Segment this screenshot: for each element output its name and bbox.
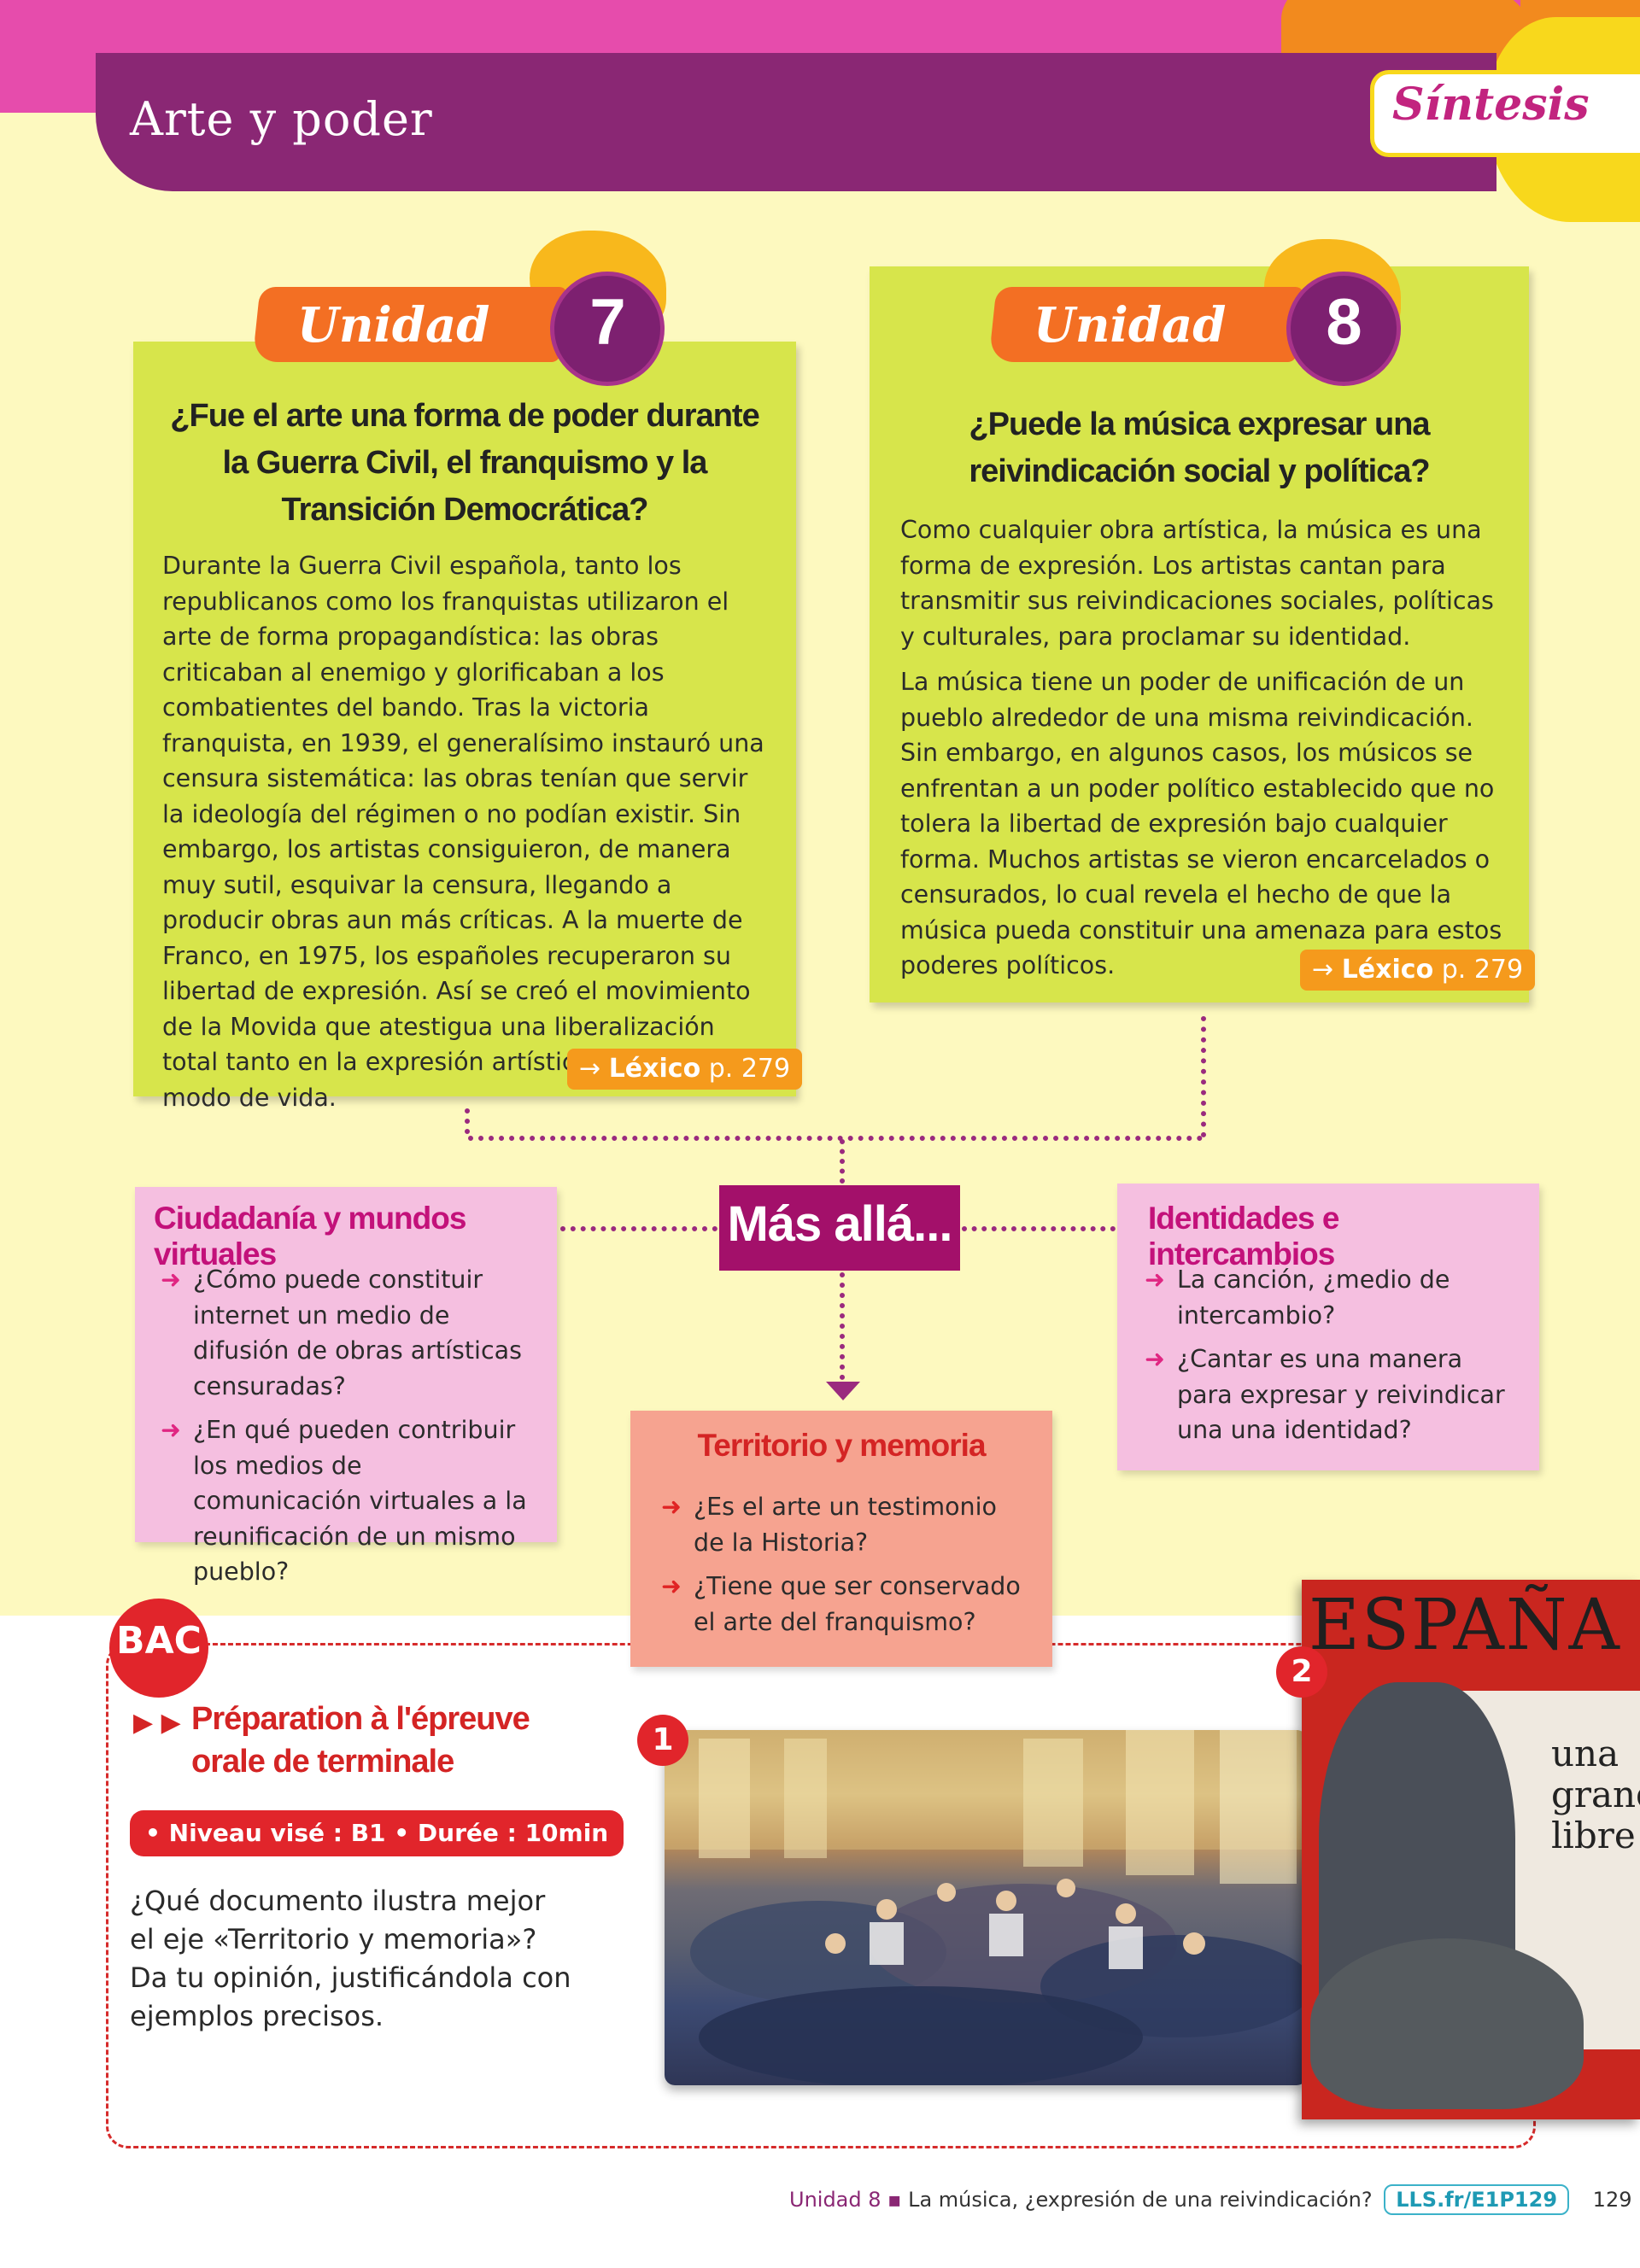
- poster-subtitle-line: libre: [1551, 1815, 1636, 1856]
- arrow-right-icon: ➜: [661, 1572, 682, 1600]
- list-item-text: ¿Es el arte un testimonio de la Historia…: [694, 1493, 997, 1557]
- connector-left: [560, 1226, 718, 1231]
- bac-title-line2: orale de terminale: [191, 1744, 454, 1780]
- connector-unit8: [1201, 1016, 1206, 1137]
- header-band-purple: [96, 53, 1496, 191]
- footer-link[interactable]: LLS.fr/E1P129: [1384, 2184, 1570, 2215]
- bac-question: ¿Qué documento ilustra mejor el eje «Ter…: [130, 1885, 571, 2032]
- document-2-poster: ESPAÑA una grande libre: [1302, 1580, 1640, 2119]
- footer-separator-icon: ▪: [887, 2188, 902, 2212]
- poster-beast: [1310, 1938, 1584, 2109]
- poster-subtitle-line: una: [1551, 1733, 1620, 1774]
- unit7-lexico-link[interactable]: → Léxico p. 279: [567, 1049, 803, 1090]
- bac-badge-label: BAC: [116, 1619, 202, 1663]
- bac-level-badge: • Niveau visé : B1 • Durée : 10min: [130, 1810, 624, 1856]
- list-item: ➜ ¿En qué pueden contribuir los medios de…: [161, 1412, 536, 1590]
- connector-unit7: [465, 1108, 470, 1134]
- list-item: ➜ ¿Tiene que ser conservado el arte del f…: [661, 1569, 1030, 1640]
- theme-identidades-list: ➜ La canción, ¿medio de intercambio? ➜ ¿Ca…: [1145, 1262, 1520, 1457]
- list-item: ➜ ¿Cómo puede constituir internet un medi…: [161, 1262, 536, 1404]
- painting-illustration: [665, 1730, 1307, 2085]
- connector-units: [468, 1136, 1203, 1141]
- section-tab: [1370, 70, 1640, 157]
- arrow-right-icon: ➜: [161, 1266, 181, 1294]
- unit7-lexico-label: Léxico: [608, 1054, 701, 1084]
- arrow-right-icon: ➜: [161, 1416, 181, 1444]
- document-2-number: 2: [1276, 1646, 1327, 1698]
- unit8-label: Unidad: [1034, 297, 1227, 354]
- connector-to-mas-alla: [840, 1139, 845, 1184]
- document-1-painting: [665, 1730, 1307, 2085]
- theme-ciudadania-list: ➜ ¿Cómo puede constituir internet un medi…: [161, 1262, 536, 1599]
- footer-unit: Unidad 8: [789, 2188, 882, 2212]
- list-item-text: ¿En qué pueden contribuir los medios de …: [193, 1416, 527, 1586]
- bac-badge: [109, 1599, 208, 1698]
- mas-alla-label: Más allá...: [727, 1196, 952, 1252]
- connector-right: [962, 1226, 1116, 1231]
- unit7-label: Unidad: [297, 297, 490, 354]
- theme-ciudadania-title: Ciudadanía y mundos virtuales: [154, 1201, 466, 1271]
- footer-chapter: La música, ¿expresión de una reivindicac…: [908, 2188, 1373, 2212]
- list-item: ➜ ¿Cantar es una manera para expresar y r…: [1145, 1342, 1520, 1448]
- unit8-paragraph: Como cualquier obra artística, la música…: [900, 516, 1494, 651]
- unit7-number: 7: [589, 286, 625, 359]
- unit8-lexico-label: Léxico: [1341, 955, 1434, 985]
- list-item: ➜ ¿Es el arte un testimonio de la Histori…: [661, 1489, 1030, 1560]
- connector-down: [840, 1272, 845, 1380]
- unit7-question: ¿Fue el arte una forma de poder durante …: [170, 398, 759, 528]
- document-1-number: 1: [637, 1715, 688, 1766]
- footer: Unidad 8 ▪ La música, ¿expresión de una …: [789, 2184, 1631, 2215]
- page-number: 129: [1592, 2188, 1632, 2212]
- bac-title: Préparation à l'épreuve orale de termina…: [191, 1698, 530, 1783]
- arrow-right-icon: ➜: [1145, 1266, 1165, 1294]
- unit8-number: 8: [1326, 286, 1362, 359]
- list-item-text: ¿Cómo puede constituir internet un medio…: [193, 1266, 522, 1400]
- unit7-number-circle: [550, 272, 665, 386]
- arrow-right-icon: ➜: [661, 1493, 682, 1521]
- connector-arrow-down: [826, 1382, 860, 1400]
- theme-identidades-card: [1117, 1184, 1539, 1470]
- section-tab-label: Síntesis: [1392, 79, 1590, 131]
- unit8-lexico-link[interactable]: → Léxico p. 279: [1300, 950, 1536, 991]
- theme-identidades-title: Identidades e intercambios: [1148, 1201, 1339, 1271]
- list-item: ➜ La canción, ¿medio de intercambio?: [1145, 1262, 1520, 1333]
- unit8-number-circle: [1286, 272, 1401, 386]
- arrow-right-icon: ➜: [1145, 1345, 1165, 1373]
- poster-subtitle-line: grande: [1551, 1774, 1640, 1815]
- poster-title: ESPAÑA: [1309, 1585, 1621, 1666]
- unit8-paragraph: La música tiene un poder de unificación …: [900, 668, 1502, 979]
- unit8-body: Como cualquier obra artística, la música…: [900, 512, 1508, 994]
- list-item-text: ¿Cantar es una manera para expresar y re…: [1177, 1345, 1505, 1444]
- bac-title-line1: Préparation à l'épreuve: [191, 1701, 530, 1737]
- list-item-text: ¿Tiene que ser conservado el arte del fr…: [694, 1572, 1021, 1636]
- unit8-question: ¿Puede la música expresar una reivindica…: [969, 406, 1430, 489]
- theme-territorio-card: [630, 1411, 1052, 1667]
- unit7-card: [133, 342, 796, 1096]
- unit7-body: Durante la Guerra Civil española, tanto …: [162, 552, 764, 1112]
- theme-ciudadania-card: [135, 1187, 557, 1542]
- list-item-text: La canción, ¿medio de intercambio?: [1177, 1266, 1450, 1330]
- poster-subtitle: una grande libre: [1551, 1733, 1640, 1856]
- page-title: Arte y poder: [130, 92, 433, 146]
- mas-alla-box: [719, 1185, 960, 1271]
- play-arrows-icon: ▶ ▶: [133, 1708, 181, 1738]
- unit8-lexico-page: p. 279: [1441, 955, 1524, 985]
- theme-territorio-title: Territorio y memoria: [697, 1428, 986, 1463]
- unit7-lexico-page: p. 279: [708, 1054, 791, 1084]
- unit8-card: [870, 266, 1529, 1002]
- theme-territorio-list: ➜ ¿Es el arte un testimonio de la Histori…: [661, 1489, 1030, 1648]
